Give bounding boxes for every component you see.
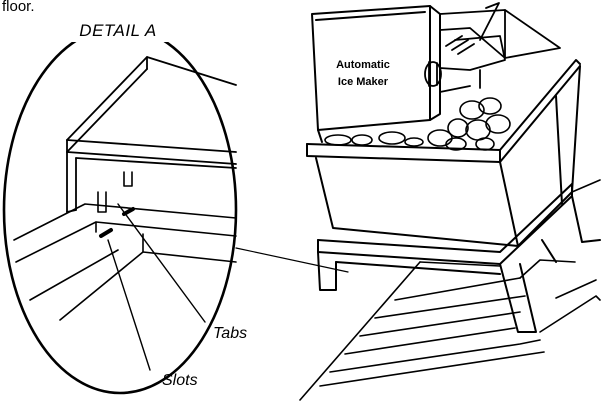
ice-ejector-chute (439, 2, 561, 93)
tabs-leader-line (117, 203, 206, 323)
main-wire-shelf (299, 179, 601, 401)
callout-leaders (107, 203, 206, 371)
bucket-rim (306, 59, 581, 151)
detail-tabs (97, 171, 133, 213)
slots-label: Slots (162, 372, 198, 389)
ice-maker-knob (424, 61, 442, 87)
tabs-label: Tabs (213, 325, 247, 342)
main-view: Automatic Ice Maker (299, 2, 601, 401)
detail-projection-line (235, 247, 349, 273)
ice-maker-unit (311, 5, 441, 143)
detail-a-ellipse (2, 25, 238, 395)
ice-cubes (324, 97, 511, 151)
detail-a-title-bg (60, 20, 178, 42)
ice-maker-label-line2: Ice Maker (338, 76, 389, 88)
detail-shelf-bracket (66, 56, 237, 213)
detail-a-view: DETAIL A (2, 20, 238, 395)
ice-maker-label-line1: Automatic (336, 59, 390, 71)
detail-wire-shelf (13, 203, 237, 321)
bucket-front (315, 157, 519, 247)
caption-fragment: floor. (2, 0, 35, 15)
slots-leader-line (107, 239, 151, 371)
detail-a-title: DETAIL A (79, 21, 156, 40)
